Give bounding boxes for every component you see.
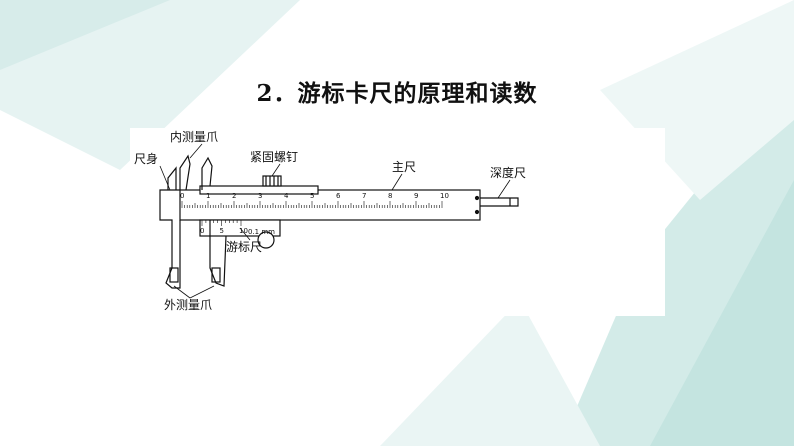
slide-title: 2．游标卡尺的原理和读数 [256,80,538,107]
main-scale-number: 1 [206,192,210,200]
main-scale-ticks [181,201,443,208]
main-scale-numbers: 0 1 2 3 4 5 6 7 8 9 10 [180,192,449,200]
vernier-scale-ticks [201,220,242,226]
leader-vernier [239,227,251,241]
moving-inner-jaw [201,156,213,190]
label-inner-jaws: 内测量爪 [170,130,219,144]
label-main-scale: 主尺 [392,160,417,174]
label-depth-rod: 深度尺 [490,166,527,180]
vernier-caliper-figure: 0 1 2 3 4 5 6 7 8 9 10 0 5 10 0.1 mm 内测量爪 尺身 紧固螺钉 主尺… [130,128,665,316]
main-scale-number: 0 [180,192,184,200]
main-scale-number: 4 [284,192,289,200]
leader-outer-jaws [173,285,191,299]
vernier-scale-number: 10 [239,227,248,235]
main-scale-number: 8 [388,192,392,200]
thumb-wheel [257,231,275,249]
bg-shape-bottom [380,300,600,446]
main-scale-number: 10 [440,192,449,200]
leader-locking-screw [271,163,281,177]
leader-inner-jaws [189,143,203,159]
vernier-scale-numbers: 0 5 10 [200,227,248,235]
bg-shape-left [0,0,300,170]
leader-depth-rod [497,179,511,199]
bg-shape-right-2 [650,180,794,446]
caliper-drawing: 0 1 2 3 4 5 6 7 8 9 10 0 5 10 0.1 mm [159,143,519,299]
main-scale-number: 9 [414,192,418,200]
bg-shape-left-2 [0,0,170,70]
vernier-scale-number: 5 [220,227,224,235]
leader-ruler-body [159,165,171,191]
main-scale-number: 5 [310,192,314,200]
main-scale-number: 6 [336,192,341,200]
bg-shape-right-3 [600,0,794,200]
moving-outer-jaw [209,220,227,287]
label-locking-screw: 紧固螺钉 [250,150,299,164]
vernier-precision-label: 0.1 mm [248,228,275,236]
main-scale-number: 3 [258,192,262,200]
main-scale-number: 2 [232,192,236,200]
label-outer-jaws: 外测量爪 [164,298,213,312]
label-ruler-body: 尺身 [134,152,159,166]
label-vernier: 游标尺 [226,240,263,254]
main-scale-number: 7 [362,192,366,200]
leader-main-scale [391,173,403,191]
fixed-inner-jaw [179,154,191,191]
depth-rod [480,197,519,207]
vernier-scale-number: 0 [200,227,204,235]
